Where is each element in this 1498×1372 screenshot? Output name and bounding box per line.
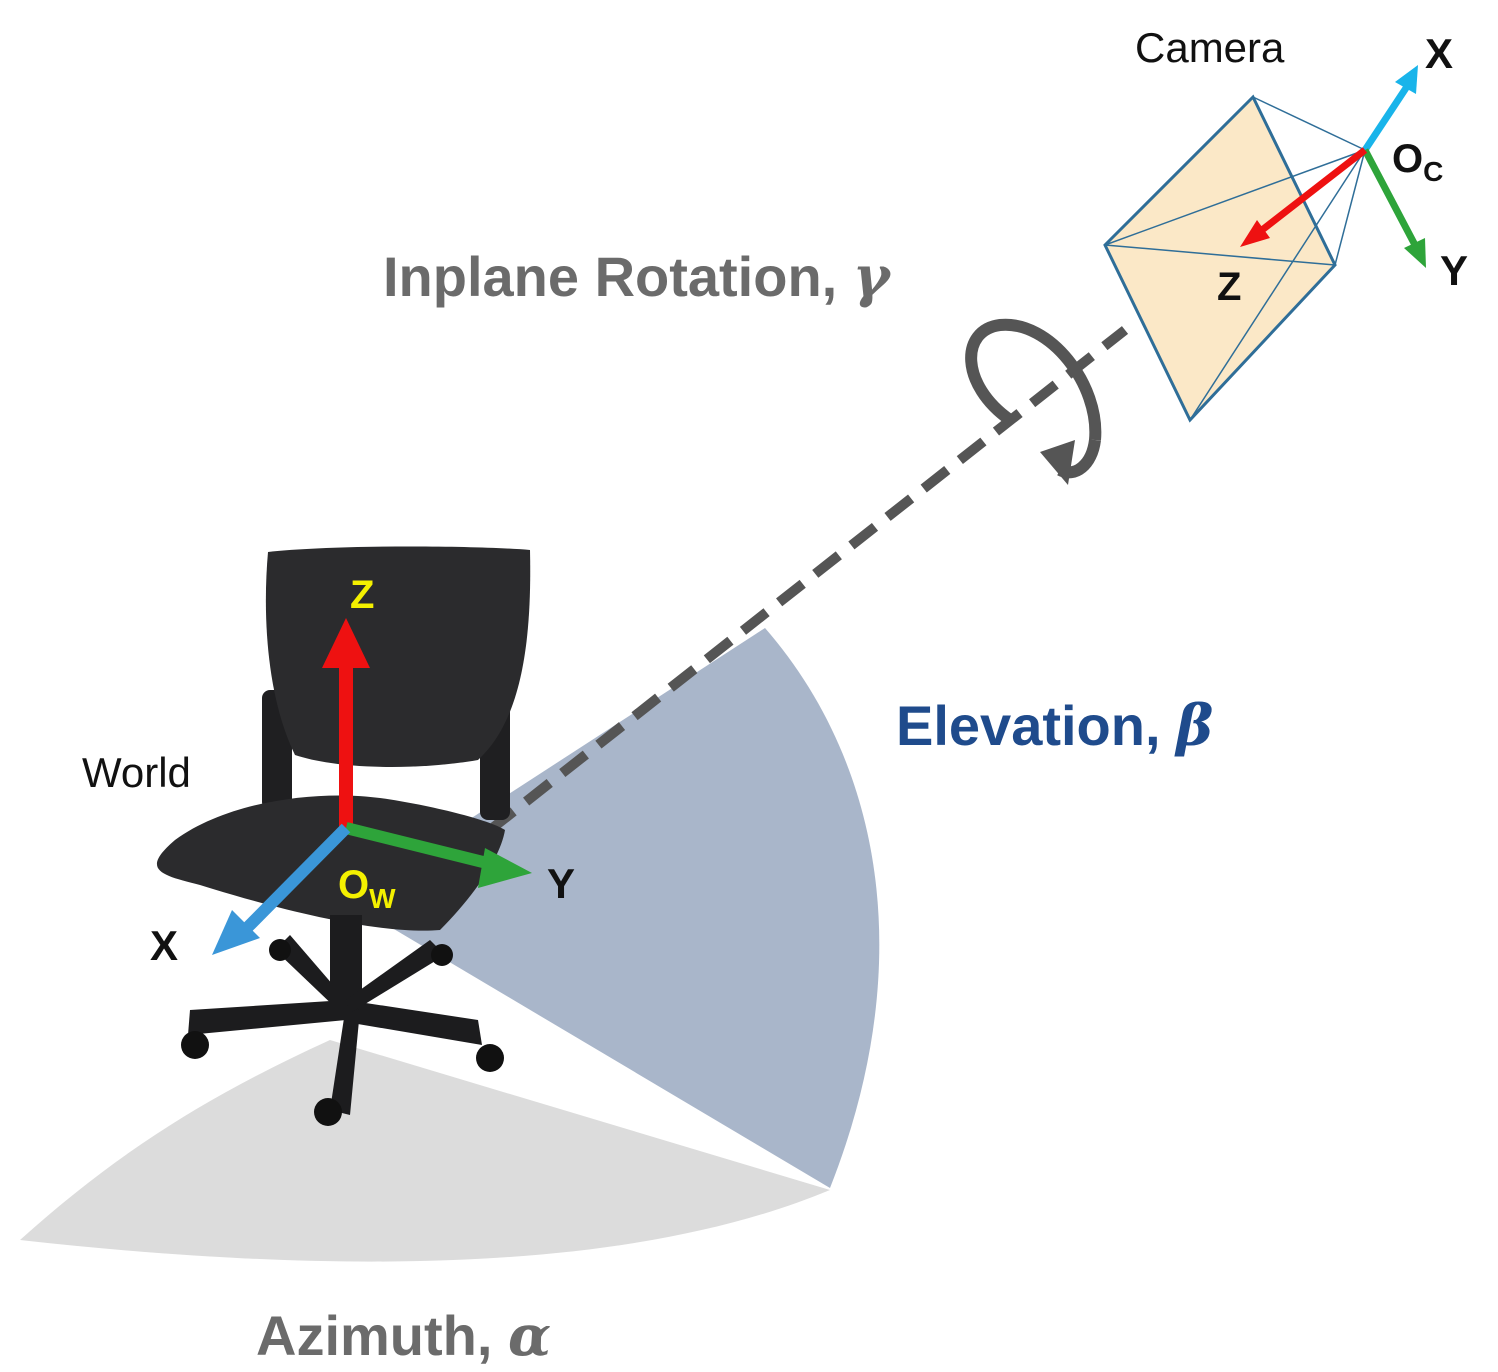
world-label: World (82, 749, 191, 796)
azimuth-sector (20, 1040, 830, 1262)
camera-y-label: Y (1440, 247, 1468, 294)
camera-origin-label: OC (1392, 137, 1443, 187)
inplane-rotation-label: Inplane Rotation, γ (383, 244, 893, 310)
inplane-rotation-arrow (965, 318, 1102, 485)
camera-frustum (1103, 94, 1366, 423)
elevation-label: Elevation, β (896, 693, 1213, 759)
camera-z-label: Z (1217, 265, 1241, 309)
azimuth-label: Azimuth, α (256, 1303, 551, 1369)
world-axes (212, 618, 532, 955)
camera-y-arrowhead (1404, 238, 1426, 268)
line-of-sight (486, 326, 1129, 834)
camera-x-label: X (1425, 30, 1453, 77)
camera-x-arrowhead (1395, 65, 1418, 94)
camera-z-arrowhead (1240, 220, 1270, 247)
world-y-label: Y (547, 860, 575, 907)
world-z-arrowhead (322, 618, 370, 668)
world-x-arrowhead (212, 910, 260, 955)
camera-axes (1240, 65, 1426, 268)
elevation-sector (345, 628, 880, 1188)
world-y-arrowhead (478, 848, 532, 888)
world-z-label: Z (350, 573, 374, 617)
camera-label: Camera (1135, 24, 1285, 71)
world-origin-label: OW (338, 863, 396, 914)
world-x-label: X (150, 922, 178, 969)
chair-image (156, 546, 531, 1126)
